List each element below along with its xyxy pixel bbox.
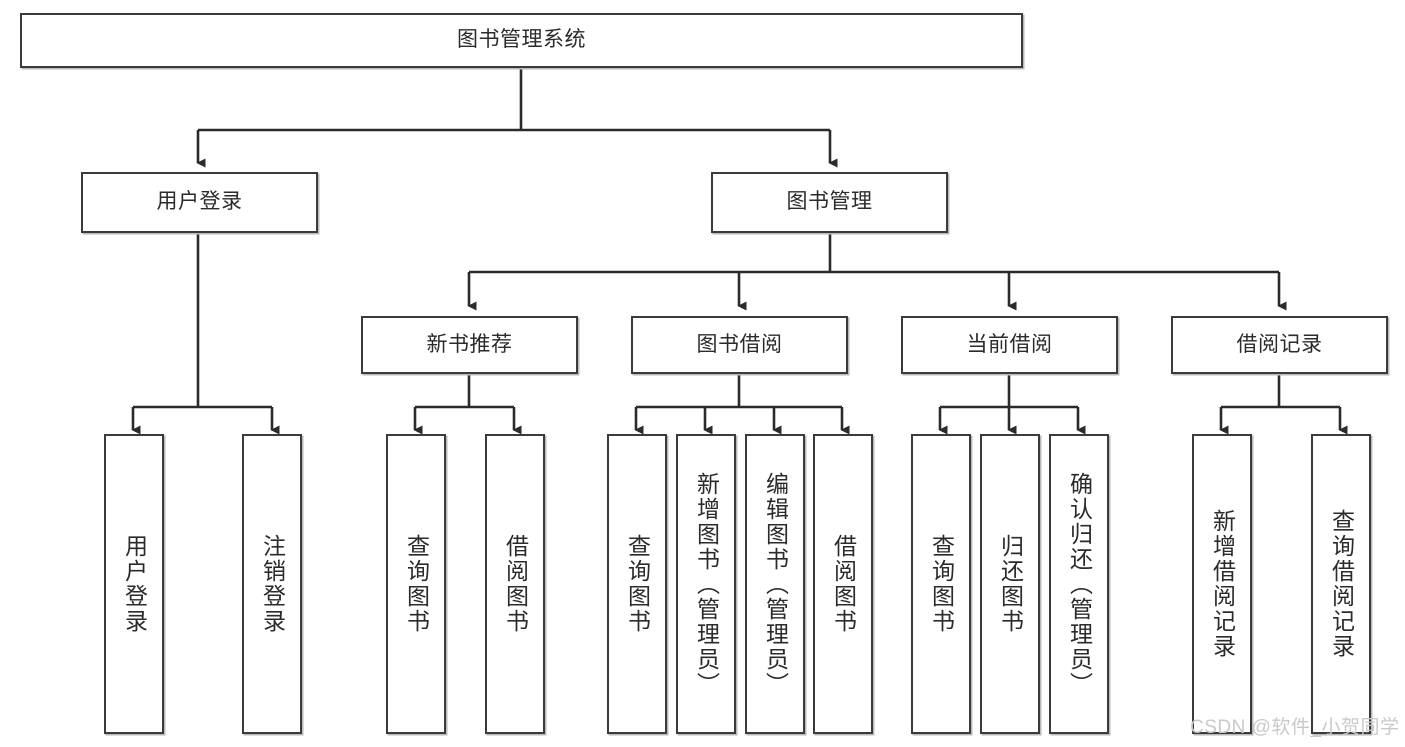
node-leaf-borrow-book-1[interactable]: 借阅图书	[485, 434, 545, 734]
node-root-label: 图书管理系统	[457, 28, 586, 52]
node-book-manage[interactable]: 图书管理	[711, 172, 948, 233]
node-leaf-confirm-return[interactable]: 确认归还（管理员）	[1049, 434, 1109, 734]
node-leaf-user-login-label: 用户登录	[121, 534, 148, 634]
node-leaf-logout-login[interactable]: 注销登录	[242, 434, 302, 734]
node-leaf-query-book-3[interactable]: 查询图书	[911, 434, 971, 734]
node-leaf-query-book-1-label: 查询图书	[403, 534, 430, 634]
node-leaf-borrow-book-1-label: 借阅图书	[502, 534, 529, 634]
node-leaf-user-login[interactable]: 用户登录	[104, 434, 164, 734]
node-leaf-edit-book-label: 编辑图书（管理员）	[762, 471, 789, 697]
node-user-login-label: 用户登录	[156, 190, 243, 214]
node-leaf-borrow-book-2[interactable]: 借阅图书	[813, 434, 873, 734]
node-leaf-add-book[interactable]: 新增图书（管理员）	[676, 434, 736, 734]
node-leaf-query-book-2-label: 查询图书	[624, 534, 651, 634]
node-leaf-query-book-2[interactable]: 查询图书	[607, 434, 667, 734]
node-leaf-return-book[interactable]: 归还图书	[980, 434, 1040, 734]
node-current-borrow[interactable]: 当前借阅	[901, 316, 1118, 374]
node-new-book-recommend-label: 新书推荐	[426, 332, 513, 356]
node-leaf-add-record[interactable]: 新增借阅记录	[1192, 434, 1252, 734]
node-borrow-record-label: 借阅记录	[1236, 332, 1323, 356]
node-leaf-query-record[interactable]: 查询借阅记录	[1311, 434, 1371, 734]
node-borrow-record[interactable]: 借阅记录	[1171, 316, 1388, 374]
node-current-borrow-label: 当前借阅	[966, 332, 1053, 356]
csdn-watermark: CSDN @软件_小贺同学	[1190, 717, 1400, 738]
node-new-book-recommend[interactable]: 新书推荐	[361, 316, 578, 374]
node-user-login[interactable]: 用户登录	[81, 172, 318, 233]
node-leaf-logout-login-label: 注销登录	[259, 534, 286, 634]
node-leaf-query-book-3-label: 查询图书	[928, 534, 955, 634]
node-leaf-query-book-1[interactable]: 查询图书	[386, 434, 446, 734]
node-leaf-borrow-book-2-label: 借阅图书	[830, 534, 857, 634]
node-book-borrow-label: 图书借阅	[696, 332, 783, 356]
node-leaf-return-book-label: 归还图书	[997, 534, 1024, 634]
node-leaf-add-record-label: 新增借阅记录	[1209, 509, 1236, 659]
node-leaf-query-record-label: 查询借阅记录	[1328, 509, 1355, 659]
node-leaf-add-book-label: 新增图书（管理员）	[693, 471, 720, 697]
node-leaf-confirm-return-label: 确认归还（管理员）	[1066, 471, 1093, 697]
node-leaf-edit-book[interactable]: 编辑图书（管理员）	[745, 434, 805, 734]
node-book-borrow[interactable]: 图书借阅	[631, 316, 848, 374]
node-book-manage-label: 图书管理	[786, 190, 873, 214]
node-root[interactable]: 图书管理系统	[20, 13, 1023, 68]
